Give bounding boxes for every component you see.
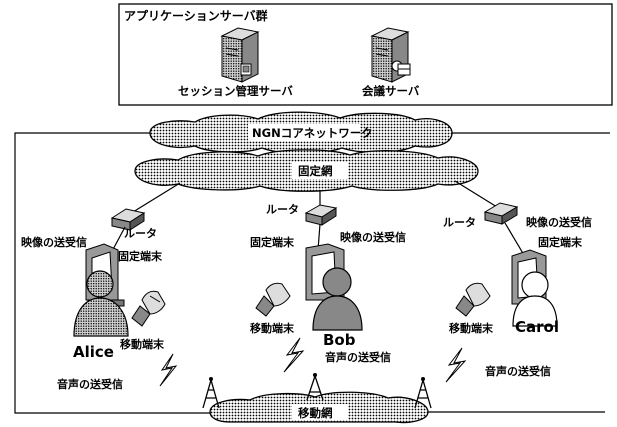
mobile-terminal-label-alice: 移動端末 bbox=[120, 337, 165, 351]
video-label-carol: 映像の送受信 bbox=[526, 215, 592, 229]
fixed-terminal-label-bob: 固定端末 bbox=[250, 235, 295, 249]
mobile-network-cloud bbox=[209, 391, 429, 424]
antenna-icon-left bbox=[202, 377, 220, 409]
user-icon-bob bbox=[312, 267, 363, 331]
mobile-network-label: 移動網 bbox=[298, 406, 333, 420]
router-label-bob: ルータ bbox=[266, 203, 299, 216]
fixed-terminal-label-carol: 固定端末 bbox=[538, 235, 583, 249]
audio-label-carol: 音声の送受信 bbox=[485, 364, 551, 378]
router-to-terminal-carol bbox=[504, 222, 525, 256]
mobile-terminal-icon-carol bbox=[455, 282, 491, 317]
user-name-alice: Alice bbox=[73, 343, 114, 361]
mobile-terminal-label-carol: 移動端末 bbox=[449, 321, 494, 335]
antenna-icon-right bbox=[414, 377, 432, 409]
ngn-core-label: NGNコアネットワーク bbox=[252, 126, 373, 140]
session-server-label: セッション管理サーバ bbox=[178, 84, 293, 98]
mobile-terminal-icon-bob bbox=[255, 282, 291, 317]
radio-link-carol bbox=[445, 347, 467, 383]
router-icon-bob bbox=[304, 204, 338, 226]
video-label-bob: 映像の送受信 bbox=[340, 230, 406, 244]
user-name-carol: Carol bbox=[515, 318, 559, 336]
fixed-to-router-carol bbox=[454, 180, 498, 208]
audio-label-alice: 音声の送受信 bbox=[57, 377, 123, 391]
conference-server-label: 会議サーバ bbox=[361, 84, 420, 98]
ngn-core-cloud bbox=[149, 111, 453, 154]
video-label-alice: 映像の送受信 bbox=[21, 235, 87, 249]
antenna-icon-center bbox=[306, 373, 324, 401]
audio-label-bob: 音声の送受信 bbox=[325, 350, 391, 364]
router-icon-alice bbox=[110, 208, 146, 231]
router-label-carol: ルータ bbox=[443, 216, 476, 229]
user-name-bob: Bob bbox=[323, 331, 356, 349]
user-icon-alice bbox=[73, 270, 129, 337]
conference-server-icon bbox=[370, 27, 411, 83]
mobile-terminal-icon-alice bbox=[131, 290, 166, 327]
radio-link-bob bbox=[283, 337, 305, 373]
app-server-group-box bbox=[118, 3, 613, 106]
app-server-group-label: アプリケーションサーバ群 bbox=[124, 8, 268, 23]
fixed-terminal-label-alice: 固定端末 bbox=[118, 249, 163, 263]
user-icon-carol bbox=[512, 271, 558, 327]
fixed-network-cloud bbox=[134, 149, 479, 192]
radio-link-alice bbox=[159, 353, 178, 387]
session-server-icon bbox=[220, 27, 260, 83]
router-icon-carol bbox=[483, 202, 519, 225]
left-link-line bbox=[14, 132, 210, 414]
fixed-to-router-alice bbox=[132, 182, 181, 213]
router-label-alice: ルータ bbox=[124, 227, 157, 240]
fixed-network-label: 固定網 bbox=[298, 164, 333, 178]
mobile-terminal-label-bob: 移動端末 bbox=[250, 321, 295, 335]
